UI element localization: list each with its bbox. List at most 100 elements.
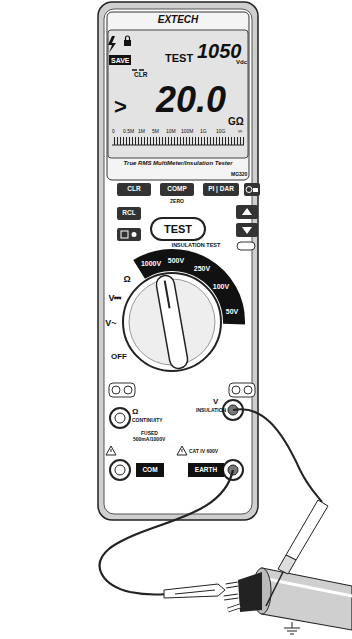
label-text: 1050 [197, 41, 242, 61]
label-text: V⎓ [108, 294, 121, 303]
ground-symbol [284, 622, 300, 634]
button-text: COMP [167, 186, 187, 193]
input-jacks [115, 413, 125, 423]
label-text: V~ [105, 319, 116, 328]
lcd-display [126, 36, 130, 40]
keypad-buttons [246, 187, 252, 193]
label-text: 20.0 [156, 82, 226, 118]
input-jacks [124, 386, 132, 394]
meter-housing [98, 2, 258, 520]
label-text: MG320 [231, 172, 247, 177]
lcd-display [112, 145, 244, 146]
ground-symbol [290, 634, 294, 635]
button-text: RCL [122, 210, 135, 217]
label-text: 100M [181, 129, 194, 134]
button-text: PI | DAR [208, 186, 234, 193]
test-probe [286, 500, 328, 560]
lcd-display [139, 69, 144, 71]
label-text: OFF [111, 353, 127, 361]
label-text: TEST [165, 53, 193, 64]
rotary-dial [123, 260, 234, 371]
input-jacks [229, 383, 255, 397]
input-jacks [232, 386, 240, 394]
lcd-display [124, 40, 131, 46]
input-jacks [111, 449, 112, 452]
test-leads [100, 409, 322, 594]
label-text: Ω [123, 275, 130, 284]
test-probe [266, 572, 283, 606]
cable [238, 572, 262, 612]
label-text: 10G [216, 129, 225, 134]
meter-housing [104, 9, 252, 514]
keypad-buttons [237, 242, 255, 250]
label-text: 5M [152, 129, 159, 134]
label-text: 0 [112, 129, 115, 134]
label-text: SAVE [111, 57, 130, 64]
meter-button: TEST [150, 217, 206, 241]
meter-housing [98, 2, 258, 520]
button-text: EARTH [195, 467, 217, 474]
ground-symbol [284, 628, 300, 629]
input-jacks [110, 460, 130, 480]
keypad-buttons [117, 228, 141, 241]
keypad-buttons [244, 183, 260, 196]
keypad-buttons [236, 205, 258, 219]
input-jacks [177, 446, 187, 455]
jack-label-box: COM [136, 463, 164, 477]
label-text: True RMS MultiMeter/Insulation Tester [123, 160, 232, 166]
keypad-buttons [242, 208, 252, 215]
label-text: 50V [226, 308, 238, 315]
cable [224, 584, 240, 610]
label-text: Ω [132, 408, 138, 416]
input-jacks [182, 449, 183, 452]
label-text: 1G [200, 129, 207, 134]
lcd-display [112, 137, 244, 145]
input-jacks [244, 386, 252, 394]
test-probe [278, 555, 296, 574]
lcd-display [132, 69, 137, 71]
rotary-dial [155, 274, 189, 370]
keypad-buttons [242, 227, 252, 234]
label-text: 1000V [141, 260, 161, 267]
button-text: TEST [164, 224, 192, 235]
cable [262, 568, 352, 630]
keypad-buttons [236, 223, 258, 237]
cable [224, 584, 240, 610]
input-jacks [106, 446, 116, 455]
test-leads [100, 470, 233, 595]
label-text: CONTINUITY [132, 418, 163, 423]
input-jacks [109, 383, 135, 397]
lcd-display [108, 30, 248, 158]
label-text: > [114, 96, 127, 118]
label-text: FUSED [141, 431, 158, 436]
input-jacks [115, 465, 125, 475]
ground-symbol [287, 631, 297, 632]
button-text: COM [142, 467, 157, 474]
jack-label-box: EARTH [188, 463, 224, 477]
label-text: 10M [166, 129, 176, 134]
label-text: INSULATION TEST [172, 243, 221, 249]
test-leads [233, 409, 322, 502]
label-text: 1M [138, 129, 145, 134]
label-text: 500mA/1000V [133, 437, 165, 442]
label-text: INSULATION [196, 408, 226, 413]
ground-symbol [292, 622, 293, 628]
input-jacks [110, 408, 130, 428]
label-text: ZERO [170, 199, 184, 204]
lcd-display [108, 36, 116, 53]
label-text: 100V [213, 283, 229, 290]
alligator-clip [175, 590, 215, 594]
label-text: EXTECH [158, 15, 199, 25]
lcd-display [107, 12, 249, 180]
keypad-buttons [117, 183, 260, 250]
meter-button: CLR [117, 183, 151, 196]
alligator-clip [164, 584, 225, 598]
label-text: 500V [168, 257, 184, 264]
button-text: CLR [127, 186, 140, 193]
cable [224, 568, 352, 630]
label-text: ∞ [238, 128, 242, 134]
label-text: Vdc [236, 59, 247, 65]
label-text: 250V [194, 265, 210, 272]
meter-button: RCL [117, 207, 141, 220]
lcd-display [107, 12, 249, 180]
